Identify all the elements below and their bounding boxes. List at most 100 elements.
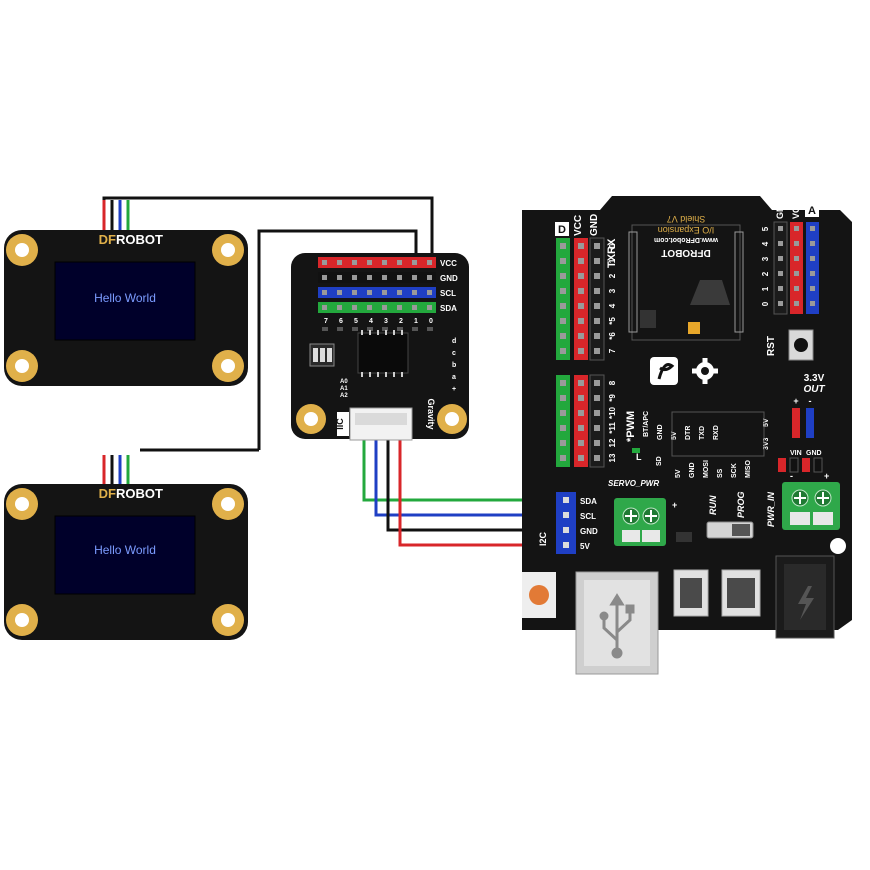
hub-pin-row — [318, 272, 436, 283]
component-diode — [676, 532, 692, 542]
digital-pin — [594, 380, 600, 386]
component-led-cap — [688, 322, 700, 334]
digital-pin — [560, 410, 566, 416]
digital-header-strip — [556, 238, 570, 360]
digital-header-strip — [589, 374, 605, 468]
oled-module-2: DF ROBOT Hello World — [4, 484, 248, 640]
analog-pin — [778, 226, 783, 231]
shield-vcc-label: VCC — [573, 215, 584, 236]
hub-chip-legs — [361, 330, 403, 377]
shield-gnd-label: GND — [589, 214, 600, 236]
digital-header-strip — [556, 375, 570, 467]
digital-pin — [578, 425, 584, 431]
spi-header-outline — [671, 411, 765, 457]
shield-pwm-label: *PWM — [625, 411, 637, 442]
xbee-label: RXD — [713, 425, 720, 440]
digital-pin-number: 7 — [608, 348, 617, 353]
shield-run-label: RUN — [708, 495, 718, 515]
servo-plus: + — [672, 500, 677, 510]
hub-num: 1 — [414, 318, 418, 325]
analog-pin — [810, 286, 815, 291]
hub-pin — [427, 305, 432, 310]
analog-pin — [810, 301, 815, 306]
shield-gnd-label-right: GND — [775, 199, 785, 220]
shield-vin-label: VIN — [790, 450, 802, 457]
hub-pad — [352, 327, 358, 331]
hub-pad — [337, 327, 343, 331]
hub-label-vcc: VCC — [440, 259, 457, 268]
hub-label-sda: SDA — [440, 304, 457, 313]
i2c-hub: VCC GND SCL SDA 7 6 5 4 3 2 1 0 A0 A1 A2… — [291, 253, 469, 441]
shield-brand: DFROBOT — [661, 247, 710, 258]
pwr-minus: - — [790, 471, 793, 481]
digital-pin — [560, 380, 566, 386]
reset-button-cap[interactable] — [794, 338, 808, 352]
component-chip — [640, 310, 656, 328]
hub-pin — [427, 260, 432, 265]
analog-pin — [778, 286, 783, 291]
hub-addr-a0: A0 — [340, 379, 348, 385]
digital-pin — [594, 258, 600, 264]
shield-vcc-label-right: VCC — [791, 199, 801, 219]
spi-label: SCK — [731, 463, 738, 478]
spi-label: 5V — [675, 469, 682, 478]
oled-screen-text: Hello World — [94, 543, 156, 557]
vin-pin — [778, 458, 786, 472]
digital-pin-number: 2 — [608, 273, 617, 278]
digital-pin-number: 12 — [608, 438, 617, 447]
run-prog-switch-knob[interactable] — [732, 524, 750, 536]
analog-pin — [778, 271, 783, 276]
analog-pin — [778, 256, 783, 261]
digital-pin-number: *6 — [608, 332, 617, 340]
hub-pin — [367, 290, 372, 295]
shield-5v-select: 5V — [763, 418, 770, 427]
analog-pin — [794, 301, 799, 306]
digital-pin — [578, 303, 584, 309]
hub-gravity-label: Gravity — [426, 398, 436, 429]
hub-pin — [337, 305, 342, 310]
hub-num: 6 — [339, 318, 343, 325]
digital-pin — [560, 455, 566, 461]
hub-label-scl: SCL — [440, 289, 456, 298]
oled-screen — [54, 515, 196, 595]
spi-label: GND — [689, 462, 696, 478]
oled-brand-df: DF — [99, 486, 116, 501]
out-plus: + — [793, 396, 798, 406]
digital-pin-number: 0 — [608, 243, 617, 248]
shield-l-label: L — [636, 452, 642, 462]
gnd-pin — [789, 457, 799, 473]
hub-iic-label: IIC — [335, 418, 345, 430]
digital-pin — [560, 318, 566, 324]
digital-pin — [560, 333, 566, 339]
digital-pin — [594, 288, 600, 294]
hub-chip — [357, 332, 409, 374]
digital-header-strip — [589, 237, 605, 361]
digital-pin — [578, 288, 584, 294]
digital-pin-number: *5 — [608, 317, 617, 325]
xbee-label: TXD — [699, 426, 706, 440]
out-minus: - — [809, 396, 812, 406]
spi-label: SS — [717, 468, 724, 478]
digital-pin — [594, 455, 600, 461]
digital-pin — [578, 395, 584, 401]
i2c-label: I2C — [538, 531, 548, 546]
hub-pin — [367, 305, 372, 310]
digital-pin-number: *10 — [608, 406, 617, 419]
shield-product-line1: I/O Expansion — [658, 225, 715, 235]
i2c-wires — [362, 440, 562, 547]
digital-pin-number: 3 — [608, 288, 617, 293]
shield-rst-label: RST — [766, 336, 777, 356]
hub-label-gnd: GND — [440, 274, 458, 283]
side-button[interactable] — [529, 585, 549, 605]
hub-pin — [352, 290, 357, 295]
digital-pin — [560, 348, 566, 354]
digital-pin-number: *11 — [608, 422, 617, 434]
analog-pin-number: 0 — [761, 301, 770, 306]
digital-pin-number: 1 — [608, 258, 617, 263]
analog-pin — [794, 286, 799, 291]
digital-pin — [594, 410, 600, 416]
hub-pin — [412, 275, 417, 280]
